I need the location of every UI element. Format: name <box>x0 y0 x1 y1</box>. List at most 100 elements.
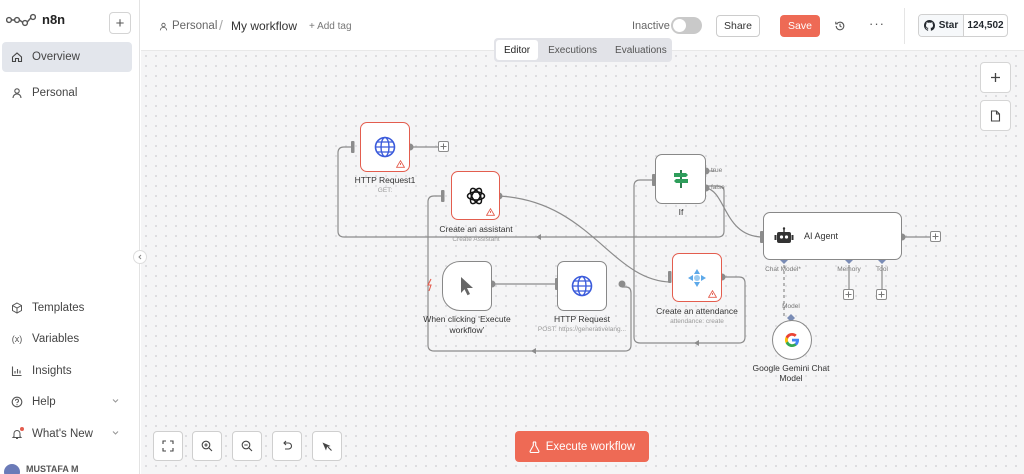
add-memory-button[interactable] <box>843 289 854 300</box>
chevron-left-icon <box>138 254 142 260</box>
sidebar-item-overview[interactable]: Overview <box>2 42 132 72</box>
node-label: HTTP Request1 <box>354 175 416 185</box>
bell-icon <box>11 427 24 440</box>
node-if[interactable] <box>655 154 706 204</box>
if-false-label: false <box>711 184 725 191</box>
globe-icon <box>571 275 593 297</box>
chevron-down-icon <box>112 431 119 435</box>
plus-icon <box>878 291 885 298</box>
n8n-logo-icon <box>6 13 36 26</box>
warning-icon <box>486 208 495 216</box>
execute-workflow-label: Execute workflow <box>545 440 636 453</box>
attendance-app-icon <box>688 268 706 287</box>
plus-icon <box>991 73 1000 82</box>
sidebar-item-whats-new[interactable]: What's New <box>2 419 132 449</box>
history-icon <box>835 21 845 31</box>
sidebar-item-label: Help <box>32 396 56 408</box>
plus-icon <box>932 233 939 240</box>
chat-model-label: Chat Model* <box>765 266 801 273</box>
plus-icon <box>845 291 852 298</box>
workflow-canvas[interactable]: Editor Executions Evaluations <box>141 38 1024 474</box>
github-star-label: Star <box>919 15 964 36</box>
execute-workflow-button[interactable]: Execute workflow <box>515 431 649 462</box>
node-subtitle: GET: <box>377 187 393 194</box>
sidebar-item-label: What's New <box>32 428 93 440</box>
sidebar-item-label: Templates <box>32 302 85 314</box>
save-button[interactable]: Save <box>780 15 820 37</box>
node-google-gemini-chat-model[interactable] <box>772 320 812 360</box>
chevron-down-icon <box>112 399 119 403</box>
help-icon <box>11 396 23 408</box>
user-icon <box>159 22 168 30</box>
model-label: Model <box>782 303 800 310</box>
sidebar-item-label: Personal <box>32 87 78 99</box>
node-ai-agent[interactable]: AI Agent <box>763 212 902 260</box>
node-label: Model <box>779 373 803 383</box>
fit-view-button[interactable] <box>153 431 183 461</box>
collapse-sidebar-button[interactable] <box>133 250 147 264</box>
undo-button[interactable] <box>272 431 302 461</box>
node-create-assistant[interactable] <box>451 171 500 220</box>
node-subtitle: POST: https://generativelang... <box>537 326 627 333</box>
create-button[interactable]: + <box>109 12 131 34</box>
signpost-icon <box>673 170 688 188</box>
add-tool-button[interactable] <box>876 289 887 300</box>
sidebar-item-label: Insights <box>32 365 72 377</box>
memory-label: Memory <box>837 266 861 273</box>
plus-icon <box>440 143 447 150</box>
sticky-note-button[interactable] <box>980 100 1011 131</box>
insights-icon <box>11 365 23 377</box>
sidebar-item-personal[interactable]: Personal <box>2 78 132 108</box>
app-name: n8n <box>42 12 66 27</box>
node-http-request1[interactable] <box>360 122 410 172</box>
home-icon <box>11 51 23 63</box>
sidebar-item-insights[interactable]: Insights <box>2 356 132 386</box>
tab-evaluations[interactable]: Evaluations <box>615 44 667 56</box>
zoom-in-button[interactable] <box>192 431 222 461</box>
sidebar-item-variables[interactable]: (x) Variables <box>2 324 132 354</box>
globe-icon <box>374 136 396 158</box>
header-divider <box>904 8 905 44</box>
warning-icon <box>396 160 405 168</box>
breadcrumb-project-label: Personal <box>172 20 218 32</box>
workflow-name[interactable]: My workflow <box>231 19 298 33</box>
node-subtitle: attendance: create <box>670 318 724 325</box>
notification-dot <box>20 427 24 431</box>
logo[interactable]: n8n <box>6 12 65 27</box>
github-star-button[interactable]: Star 124,502 <box>918 14 1008 37</box>
breadcrumb-project[interactable]: Personal <box>159 20 217 32</box>
node-label: Create an attendance <box>656 306 738 316</box>
sidebar-item-label: Variables <box>32 333 80 345</box>
github-star-text: Star <box>938 20 959 31</box>
node-http-request[interactable] <box>557 261 607 311</box>
sidebar-item-label: Overview <box>32 51 80 63</box>
robot-icon <box>774 227 794 243</box>
warning-icon <box>708 290 717 298</box>
node-label: AI Agent <box>804 231 839 241</box>
history-button[interactable] <box>832 18 848 34</box>
undo-icon <box>283 440 292 450</box>
more-options-button[interactable]: ··· <box>869 16 885 31</box>
add-after-ai-agent-button[interactable] <box>930 231 941 242</box>
user-menu[interactable]: MUSTAFA M <box>4 464 134 474</box>
tab-executions[interactable]: Executions <box>548 44 598 56</box>
node-create-attendance[interactable] <box>672 253 722 302</box>
add-after-http-request1-button[interactable] <box>438 141 449 152</box>
avatar <box>4 464 20 474</box>
sidebar-item-templates[interactable]: Templates <box>2 293 132 323</box>
if-true-label: true <box>711 167 723 174</box>
node-label: workflow’ <box>449 325 485 335</box>
add-tag-button[interactable]: + Add tag <box>309 21 352 32</box>
sidebar-item-help[interactable]: Help <box>2 387 132 417</box>
node-manual-trigger[interactable] <box>442 261 492 311</box>
share-button[interactable]: Share <box>716 15 760 37</box>
zoom-out-button[interactable] <box>232 431 262 461</box>
tidy-up-button[interactable] <box>312 431 342 461</box>
cursor-icon <box>461 277 473 296</box>
add-node-button[interactable] <box>980 62 1011 93</box>
github-icon <box>923 20 935 31</box>
sidebar: n8n + Overview Personal Templates (x) Va… <box>0 0 140 474</box>
tab-editor[interactable]: Editor <box>496 40 539 60</box>
breadcrumb-separator: / <box>219 17 223 33</box>
active-toggle[interactable] <box>671 17 702 34</box>
